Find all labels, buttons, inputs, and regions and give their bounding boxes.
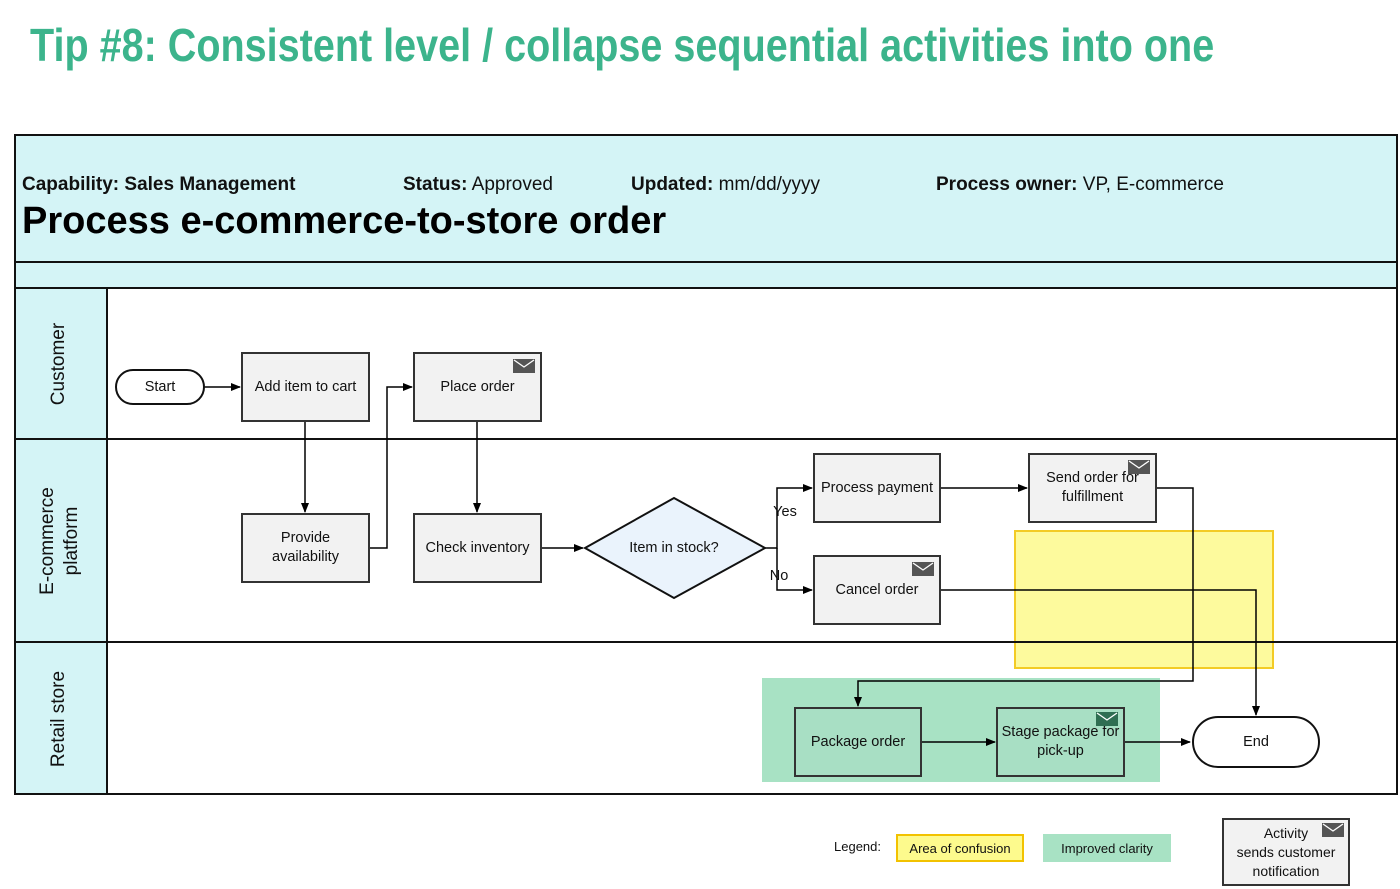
- legend-label: Legend:: [834, 839, 881, 854]
- envelope-icon: [912, 562, 934, 576]
- place-order-activity: Place order: [413, 352, 542, 422]
- no-label: No: [769, 567, 789, 584]
- capability-label: Capability:: [22, 174, 120, 195]
- capability-value: Sales Management: [124, 174, 296, 195]
- lane-header-customer: [15, 288, 107, 439]
- check-inventory-activity: Check inventory: [413, 513, 542, 583]
- legend-improved-clarity: Improved clarity: [1043, 834, 1171, 862]
- conn-provide-place: [370, 383, 413, 549]
- provide-availability-activity: Provide availability: [241, 513, 370, 583]
- connectors: [204, 383, 1260, 746]
- owner-label: Process owner:: [936, 174, 1078, 195]
- status-field: Status: Approved: [403, 174, 553, 196]
- area-of-confusion: [1014, 530, 1274, 669]
- conn-decision-no: [776, 548, 813, 594]
- stage-package-activity: Stage package for pick-up: [996, 707, 1125, 777]
- conn-cancel-end: [941, 589, 1260, 716]
- header-subband: [15, 262, 1397, 287]
- conn-send-package: [854, 487, 1194, 707]
- package-order-activity: Package order: [794, 707, 922, 777]
- send-order-for-fulfillment-activity: Send order for fulfillment: [1028, 453, 1157, 523]
- decision-item-in-stock: [582, 496, 768, 600]
- status-value: Approved: [471, 174, 553, 195]
- yes-label: Yes: [773, 503, 797, 520]
- updated-label: Updated:: [631, 174, 714, 195]
- decision-label: Item in stock?: [629, 539, 719, 556]
- envelope-icon: [1322, 823, 1344, 837]
- header-band: [15, 135, 1397, 262]
- owner-value: VP, E-commerce: [1082, 174, 1224, 195]
- status-label: Status:: [403, 174, 468, 195]
- legend-area-of-confusion: Area of confusion: [896, 834, 1024, 862]
- capability-field: Capability: Sales Management: [22, 174, 295, 196]
- lane-header-retail: [15, 643, 107, 794]
- envelope-icon: [1128, 460, 1150, 474]
- tip-title: Tip #8: Consistent level / collapse sequ…: [30, 19, 1215, 71]
- start-node: Start: [115, 369, 205, 405]
- envelope-icon: [1096, 712, 1118, 726]
- cancel-order-activity: Cancel order: [813, 555, 941, 625]
- updated-field: Updated: mm/dd/yyyy: [631, 174, 820, 196]
- conn-decision-yes: [765, 484, 813, 549]
- legend-notification: Activity sends customer notification: [1222, 818, 1350, 886]
- updated-value: mm/dd/yyyy: [718, 174, 820, 195]
- frame-lines: [14, 134, 1398, 795]
- add-item-to-cart-activity: Add item to cart: [241, 352, 370, 422]
- lane-header-ecommerce: [15, 440, 107, 642]
- envelope-icon: [513, 359, 535, 373]
- owner-field: Process owner: VP, E-commerce: [936, 174, 1224, 196]
- end-node: End: [1192, 716, 1320, 768]
- process-payment-activity: Process payment: [813, 453, 941, 523]
- process-title: Process e-commerce-to-store order: [22, 200, 667, 242]
